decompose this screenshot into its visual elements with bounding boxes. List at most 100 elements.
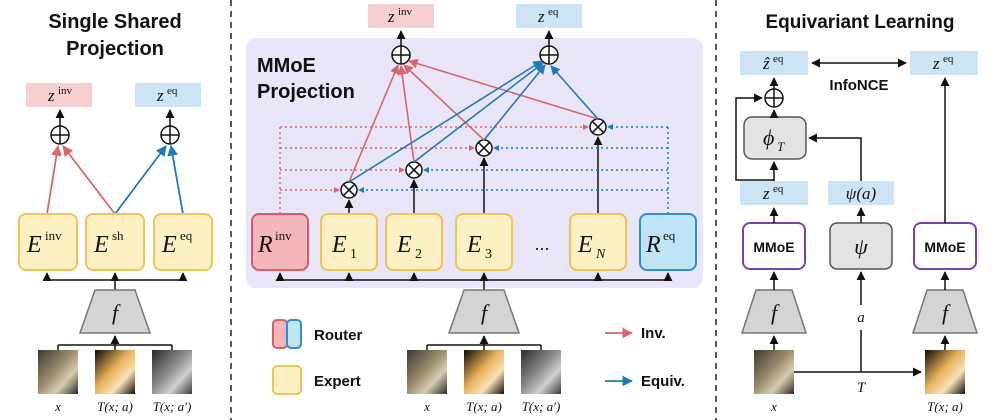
legend-expert-label: Expert — [314, 373, 361, 390]
mmoe-expert-3-base: E — [466, 232, 482, 258]
left-expert-inv-base: E — [26, 232, 42, 258]
right-encoder-right-label: f — [942, 300, 951, 325]
mmoe-expert-n-base: E — [577, 232, 593, 258]
legend: Router Expert Inv. Equiv. — [272, 319, 685, 395]
right-z-eq-mid-base: z — [762, 184, 770, 203]
mmoe-caption-txa2: T(x; a′) — [522, 399, 561, 414]
legend-expert-icon — [272, 365, 302, 395]
mmoe-expert-3 — [455, 213, 513, 271]
left-z-inv-base: z — [47, 86, 55, 105]
mmoe-encoder-f — [447, 289, 521, 334]
left-expert-sh-base: E — [93, 232, 109, 258]
left-expert-sh — [85, 213, 145, 271]
left-image-txa — [95, 350, 135, 394]
mmoe-expert-1-sub: 1 — [350, 247, 357, 262]
right-z-eq-top-sup: eq — [943, 53, 954, 65]
mmoe-router-inv-base: R — [257, 232, 273, 258]
mmoe-expert-1-base: E — [331, 232, 347, 258]
left-title-line2: Projection — [66, 38, 164, 60]
right-psi-a-box — [828, 181, 894, 205]
left-expert-eq — [153, 213, 213, 271]
left-expert-eq-sup: eq — [180, 228, 193, 243]
right-mmoe-left-label: MMoE — [753, 239, 794, 255]
mmoe-expert-2-sub: 2 — [415, 247, 422, 262]
left-z-inv-sup: inv — [58, 85, 73, 97]
right-psi-a-label: ψ(a) — [846, 184, 877, 203]
left-encoder-f — [78, 289, 152, 334]
mmoe-image-txa2 — [521, 350, 561, 394]
right-a-label: a — [857, 310, 865, 326]
left-caption-txa2: T(x; a′) — [153, 399, 192, 414]
legend-router-icon — [272, 319, 302, 349]
right-oplus-icon — [764, 88, 784, 108]
left-encoder-label: f — [112, 300, 121, 325]
mmoe-z-eq-base: z — [537, 7, 545, 26]
right-encoder-right — [911, 289, 979, 334]
mmoe-otimes-en-icon — [589, 118, 607, 136]
middle-panel: MMoE Projection z inv z eq — [246, 4, 703, 414]
right-image-x — [754, 350, 794, 394]
right-title: Equivariant Learning — [766, 12, 955, 33]
left-expert-sh-sup: sh — [112, 228, 124, 243]
left-image-txa2 — [152, 350, 192, 394]
mmoe-z-inv-box — [368, 4, 434, 28]
right-zhat-eq-base: ẑ — [762, 54, 770, 73]
right-panel: Equivariant Learning ẑ eq z eq InfoNCE ϕ… — [735, 12, 979, 414]
left-z-inv-box — [26, 83, 92, 107]
mmoe-image-x — [407, 350, 447, 394]
right-caption-x: x — [770, 399, 777, 414]
mmoe-expert-1 — [320, 213, 378, 271]
mmoe-router-eq-base: R — [645, 232, 661, 258]
mmoe-router-eq-sup: eq — [663, 228, 676, 243]
left-expert-inv-sup: inv — [45, 228, 62, 243]
left-panel: Single Shared Projection z inv z eq E in — [18, 11, 213, 414]
mmoe-expert-n-sub: N — [595, 247, 606, 262]
right-caption-txa: T(x; a) — [927, 399, 963, 414]
right-zhat-eq-box — [740, 51, 808, 75]
legend-inv-label: Inv. — [641, 325, 666, 342]
left-oplus-inv-icon — [50, 125, 70, 145]
left-z-eq-sup: eq — [167, 85, 178, 97]
right-mmoe-right-label: MMoE — [924, 239, 965, 255]
right-z-eq-top-box — [910, 51, 978, 75]
mmoe-title-line2: Projection — [257, 81, 355, 103]
right-encoder-left-label: f — [771, 300, 780, 325]
mmoe-z-eq-sup: eq — [548, 6, 559, 18]
right-image-txa — [925, 350, 965, 394]
mmoe-oplus-inv-icon — [391, 45, 411, 65]
left-expert-eq-base: E — [161, 232, 177, 258]
right-z-eq-top-base: z — [932, 54, 940, 73]
left-caption-txa: T(x; a) — [97, 399, 133, 414]
mmoe-expert-n — [569, 213, 627, 271]
mmoe-otimes-e2-icon — [405, 161, 423, 179]
legend-equiv-label: Equiv. — [641, 373, 685, 390]
mmoe-image-txa — [464, 350, 504, 394]
legend-router-label: Router — [314, 327, 362, 344]
mmoe-expert-3-sub: 3 — [485, 247, 492, 262]
right-phi-box — [743, 116, 807, 160]
mmoe-expert-2-base: E — [396, 232, 412, 258]
left-image-x — [38, 350, 78, 394]
right-phi-base: ϕ — [763, 125, 774, 150]
mmoe-router-inv-sup: inv — [275, 228, 292, 243]
infonce-label: InfoNCE — [829, 77, 888, 94]
mmoe-z-eq-box — [516, 4, 582, 28]
mmoe-z-inv-sup: inv — [398, 6, 413, 18]
mmoe-caption-txa: T(x; a) — [466, 399, 502, 414]
right-t-label: T — [857, 380, 867, 396]
mmoe-encoder-label: f — [481, 300, 490, 325]
left-z-eq-base: z — [156, 86, 164, 105]
right-psi-label: ψ — [854, 234, 868, 259]
mmoe-expert-2 — [385, 213, 443, 271]
left-title-line1: Single Shared — [48, 11, 181, 33]
right-phi-sub: T — [777, 139, 785, 154]
right-z-eq-mid-sup: eq — [773, 183, 784, 195]
left-caption-x: x — [54, 399, 61, 414]
mmoe-otimes-e3-icon — [475, 139, 493, 157]
mmoe-caption-x: x — [423, 399, 430, 414]
left-oplus-eq-icon — [160, 125, 180, 145]
mmoe-oplus-eq-icon — [539, 45, 559, 65]
mmoe-ellipsis: ... — [534, 234, 549, 254]
mmoe-z-inv-base: z — [387, 7, 395, 26]
